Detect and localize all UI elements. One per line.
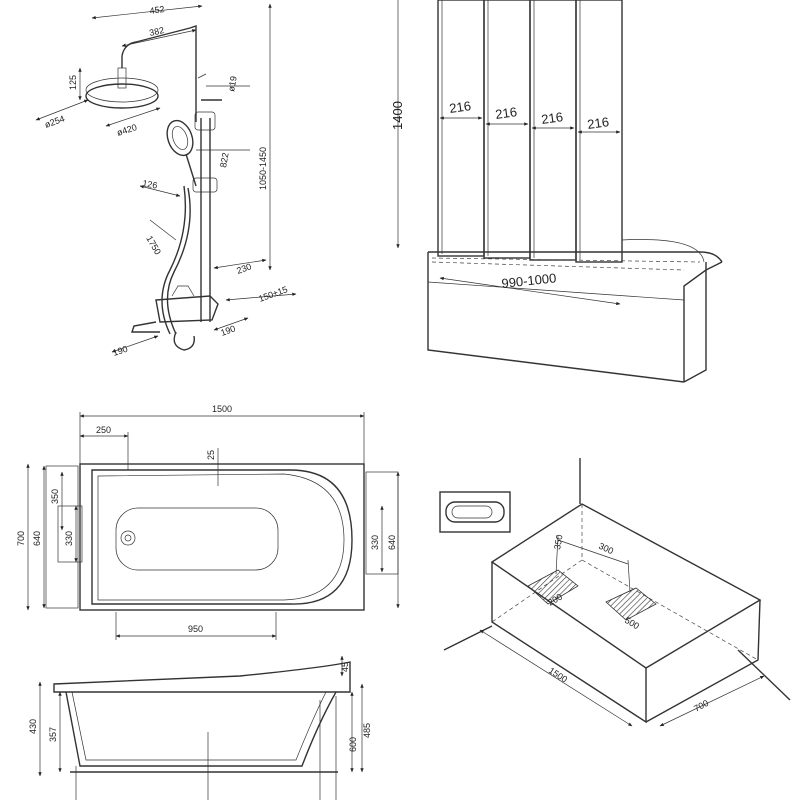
iso-dim-300: 300	[597, 541, 615, 556]
plan-dim-950: 950	[188, 624, 203, 634]
installation-iso-view: 350 300 200 500 1500 700	[439, 458, 791, 727]
dim-126: 126	[142, 178, 159, 190]
panel-width-2: 216	[494, 104, 518, 122]
dim-190-left: 190	[112, 344, 129, 358]
plan-dim-330-right: 330	[370, 535, 380, 550]
iso-width-700: 700	[692, 698, 710, 714]
side-dim-600: 600	[348, 737, 358, 752]
dim-230: 230	[235, 261, 253, 276]
plan-dim-640-left: 640	[32, 531, 42, 546]
panel-width-4: 216	[586, 114, 610, 132]
dim-phi19: ø19	[226, 75, 239, 92]
side-dim-357: 357	[48, 727, 58, 742]
bath-screen-drawing: 1400 216 216 216 216 990-1000	[390, 0, 723, 383]
dim-382: 382	[148, 25, 165, 38]
dim-1750: 1750	[144, 234, 163, 256]
side-dim-430: 430	[28, 719, 38, 734]
screen-width-label: 990-1000	[501, 270, 557, 291]
iso-dim-350: 350	[552, 534, 564, 551]
dim-190-right: 190	[219, 323, 237, 338]
bath-plan-view: 1500 250 25 700 640 350 330 330 640 950	[16, 404, 400, 640]
plan-length-1500: 1500	[212, 404, 232, 414]
plan-dim-640-right: 640	[387, 535, 397, 550]
dim-1050-1450: 1050-1450	[258, 147, 268, 190]
shower-system-drawing: 452 382 125 ø254 ø420 ø19 1050-1450 822 …	[35, 3, 297, 358]
side-dim-485: 485	[362, 723, 372, 738]
bath-side-view: 430 357 45 600 485	[28, 655, 372, 800]
dim-420: ø420	[116, 122, 139, 138]
side-dim-45: 45	[340, 662, 350, 672]
dim-452: 452	[149, 4, 165, 16]
iso-length-1500: 1500	[547, 665, 569, 684]
dim-822: 822	[218, 152, 230, 169]
panel-width-1: 216	[448, 98, 472, 116]
plan-dim-25: 25	[206, 450, 216, 460]
plan-dim-330-left: 330	[64, 531, 74, 546]
plan-dim-350: 350	[50, 489, 60, 504]
dim-125: 125	[68, 75, 78, 90]
plan-width-700: 700	[16, 531, 26, 546]
iso-dim-500: 500	[623, 615, 641, 631]
screen-height-label: 1400	[390, 101, 405, 130]
panel-width-3: 216	[540, 109, 564, 127]
plan-dim-250: 250	[96, 425, 111, 435]
dim-150: 150±15	[257, 284, 289, 304]
